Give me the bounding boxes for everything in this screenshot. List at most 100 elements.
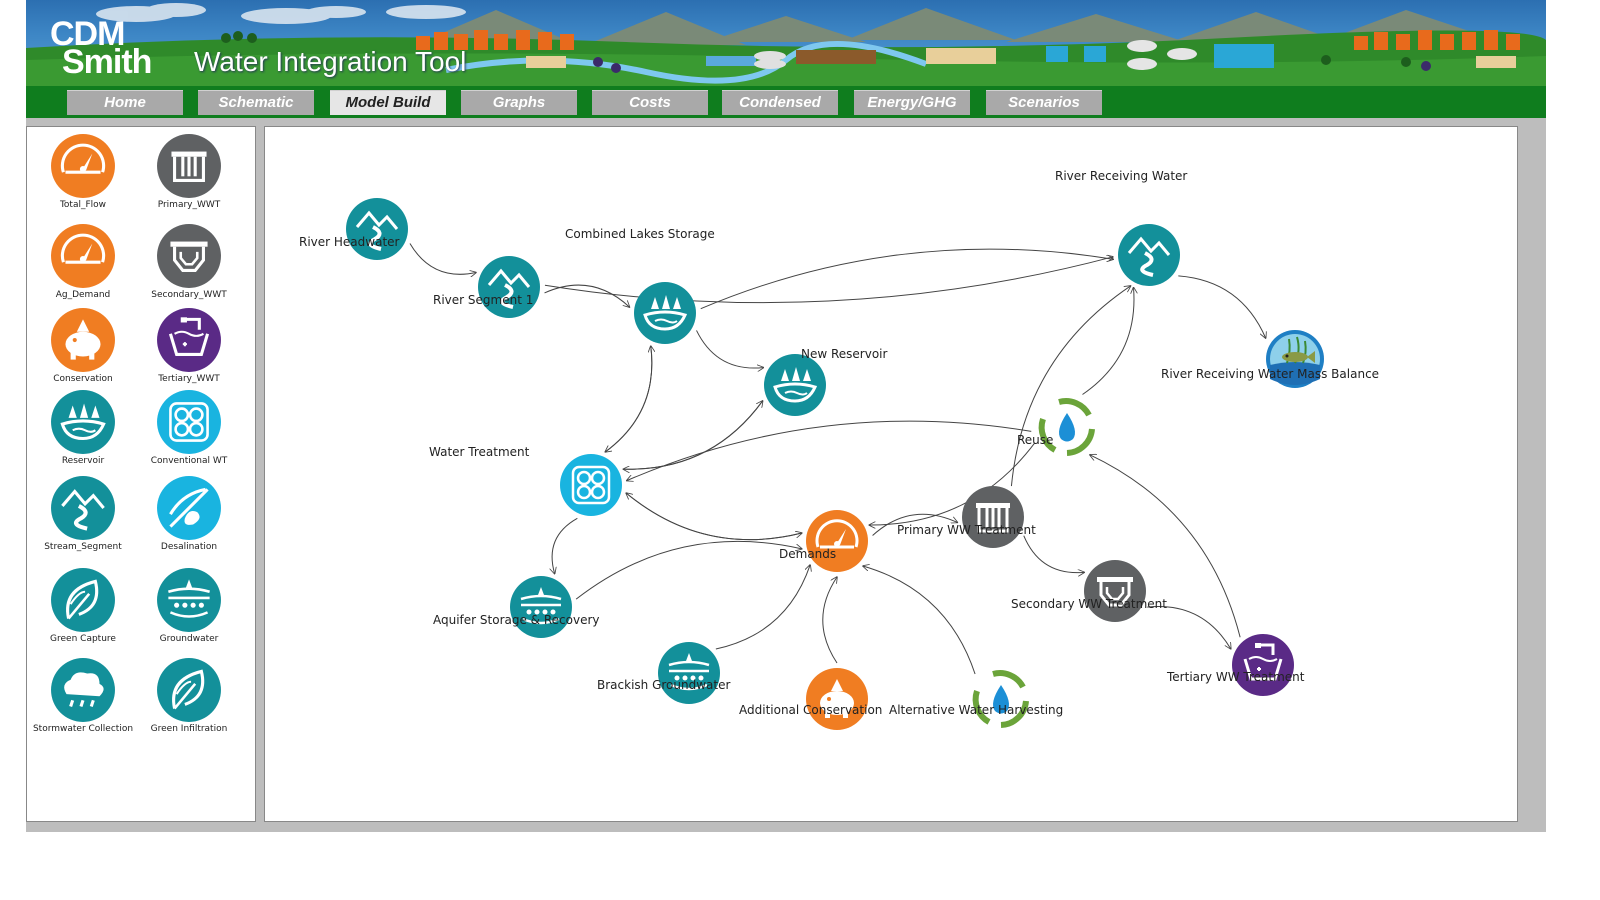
tab-bar: Home Schematic Model Build Graphs Costs … bbox=[26, 86, 1546, 118]
link-water-treatment-to-new-reservoir[interactable] bbox=[623, 401, 762, 470]
palette-item-desalination[interactable]: Desalination bbox=[137, 475, 241, 552]
link-reuse-to-river-receiving-water[interactable] bbox=[1082, 287, 1133, 395]
node-label: River Headwater bbox=[299, 235, 400, 249]
link-river-receiving-water-to-river-receiving-water-mass-balance[interactable] bbox=[1178, 275, 1265, 338]
link-alternative-water-harvesting-to-demands[interactable] bbox=[863, 566, 976, 675]
link-river-segment-1-to-river-receiving-water[interactable] bbox=[544, 257, 1113, 304]
link-combined-lakes-storage-to-river-receiving-water[interactable] bbox=[700, 248, 1114, 310]
node-river-receiving-water-mass-balance[interactable] bbox=[1263, 327, 1327, 395]
link-river-segment-1-to-combined-lakes-storage[interactable] bbox=[544, 284, 630, 307]
node-label: Reuse bbox=[1017, 433, 1054, 447]
palette-item-stormwater-collection[interactable]: Stormwater Collection bbox=[31, 657, 135, 734]
palette-item-total-flow[interactable]: Total_Flow bbox=[31, 133, 135, 210]
palette-item-green-capture[interactable]: Green Capture bbox=[31, 567, 135, 644]
stream-icon bbox=[345, 197, 409, 265]
palette-item-label: Total_Flow bbox=[59, 200, 107, 210]
link-combined-lakes-storage-to-water-treatment[interactable] bbox=[605, 346, 653, 452]
primary-clarifier-icon bbox=[961, 485, 1025, 553]
palette-item-label: Primary_WWT bbox=[157, 200, 221, 210]
filter-pods-icon bbox=[559, 453, 623, 521]
palette-item-stream-segment[interactable]: Stream_Segment bbox=[31, 475, 135, 552]
app-window: CDM Smith Water Integration Tool Home Sc… bbox=[26, 0, 1546, 832]
link-demands-to-water-treatment[interactable] bbox=[626, 493, 803, 541]
link-primary-ww-treatment-to-secondary-ww-treatment[interactable] bbox=[1023, 535, 1084, 573]
palette-item-label: Conventional WT bbox=[150, 456, 228, 466]
node-new-reservoir[interactable] bbox=[763, 353, 827, 421]
tab-costs[interactable]: Costs bbox=[592, 90, 708, 115]
link-reuse-to-demands[interactable] bbox=[869, 442, 1036, 525]
node-label: River Segment 1 bbox=[433, 293, 534, 307]
node-additional-conservation[interactable] bbox=[805, 667, 869, 735]
node-combined-lakes-storage[interactable] bbox=[633, 281, 697, 349]
node-label: Combined Lakes Storage bbox=[565, 227, 715, 241]
link-combined-lakes-storage-to-new-reservoir[interactable] bbox=[696, 330, 763, 368]
groundwater-icon bbox=[137, 567, 241, 633]
palette-item-label: Green Capture bbox=[50, 634, 116, 644]
piggy-bank-icon bbox=[805, 667, 869, 735]
link-water-treatment-to-aquifer-storage-recovery[interactable] bbox=[552, 517, 578, 573]
palette-item-label: Desalination bbox=[160, 542, 218, 552]
link-brackish-groundwater-to-demands[interactable] bbox=[715, 565, 810, 650]
node-alternative-water-harvesting[interactable] bbox=[969, 667, 1033, 735]
node-label: Demands bbox=[779, 547, 837, 561]
node-aquifer-storage-recovery[interactable] bbox=[509, 575, 573, 643]
palette-item-label: Ag_Demand bbox=[55, 290, 111, 300]
palette-item-tertiary-wwt[interactable]: Tertiary_WWT bbox=[137, 307, 241, 384]
palette-item-green-infiltration[interactable]: Green Infiltration bbox=[137, 657, 241, 734]
node-brackish-groundwater[interactable] bbox=[657, 641, 721, 709]
link-river-headwater-to-river-segment-1[interactable] bbox=[409, 243, 476, 274]
node-demands[interactable] bbox=[805, 509, 869, 577]
node-river-receiving-water[interactable] bbox=[1117, 223, 1181, 291]
node-river-segment-1[interactable] bbox=[477, 255, 541, 323]
node-reuse[interactable] bbox=[1035, 395, 1099, 463]
palette-item-primary-wwt[interactable]: Primary_WWT bbox=[137, 133, 241, 210]
node-label: Aquifer Storage & Recovery bbox=[433, 613, 600, 627]
connection-layer bbox=[409, 243, 1518, 675]
gauge-icon bbox=[31, 133, 135, 199]
palette-item-ag-demand[interactable]: Ag_Demand bbox=[31, 223, 135, 300]
link-additional-conservation-to-demands[interactable] bbox=[822, 577, 837, 664]
landscape-illustration bbox=[26, 3, 1546, 86]
logo-line-2: Smith bbox=[62, 43, 152, 81]
leaf-icon bbox=[137, 657, 241, 723]
palette-item-conventional-wt[interactable]: Conventional WT bbox=[137, 389, 241, 466]
palette-item-reservoir[interactable]: Reservoir bbox=[31, 389, 135, 466]
logo-line-1: CDM bbox=[50, 15, 125, 53]
link-secondary-ww-treatment-to-tertiary-ww-treatment[interactable] bbox=[1147, 605, 1231, 648]
node-water-treatment[interactable] bbox=[559, 453, 623, 521]
link-new-reservoir-to-water-treatment[interactable] bbox=[623, 400, 764, 469]
node-river-headwater[interactable] bbox=[345, 197, 409, 265]
link-primary-ww-treatment-to-river-receiving-water[interactable] bbox=[1010, 286, 1130, 487]
node-secondary-ww-treatment[interactable] bbox=[1083, 559, 1147, 627]
node-label: Brackish Groundwater bbox=[597, 678, 731, 692]
link-tertiary-ww-treatment-to-reuse[interactable] bbox=[1090, 455, 1241, 638]
palette-item-label: Green Infiltration bbox=[150, 724, 228, 734]
tab-condensed[interactable]: Condensed bbox=[722, 90, 838, 115]
link-water-treatment-to-demands[interactable] bbox=[625, 492, 802, 541]
node-label: Alternative Water Harvesting bbox=[889, 703, 1064, 717]
node-label: Secondary WW Treatment bbox=[1011, 597, 1167, 611]
palette-item-label: Reservoir bbox=[61, 456, 105, 466]
node-tertiary-ww-treatment[interactable] bbox=[1231, 633, 1295, 701]
node-label: River Receiving Water Mass Balance bbox=[1161, 367, 1380, 381]
node-label: River Receiving Water bbox=[1055, 169, 1188, 183]
node-primary-ww-treatment[interactable] bbox=[961, 485, 1025, 553]
palette-item-label: Secondary_WWT bbox=[151, 290, 227, 300]
link-water-treatment-to-combined-lakes-storage[interactable] bbox=[604, 346, 652, 453]
link-reuse-to-water-treatment[interactable] bbox=[627, 420, 1032, 481]
palette-item-conservation[interactable]: Conservation bbox=[31, 307, 135, 384]
palette-item-groundwater[interactable]: Groundwater bbox=[137, 567, 241, 644]
tab-schematic[interactable]: Schematic bbox=[198, 90, 314, 115]
link-demands-to-primary-ww-treatment[interactable] bbox=[872, 513, 958, 536]
node-label: Primary WW Treatment bbox=[897, 523, 1036, 537]
tab-home[interactable]: Home bbox=[67, 90, 183, 115]
link-aquifer-storage-recovery-to-demands[interactable] bbox=[575, 540, 802, 600]
tertiary-tank-icon bbox=[1231, 633, 1295, 701]
tab-energy-ghg[interactable]: Energy/GHG bbox=[854, 90, 970, 115]
model-canvas[interactable]: River Headwater River Segment 1 Combined… bbox=[264, 126, 1518, 822]
palette-item-secondary-wwt[interactable]: Secondary_WWT bbox=[137, 223, 241, 300]
tab-model-build[interactable]: Model Build bbox=[330, 90, 446, 115]
tab-scenarios[interactable]: Scenarios bbox=[986, 90, 1102, 115]
tab-graphs[interactable]: Graphs bbox=[461, 90, 577, 115]
piggy-bank-icon bbox=[31, 307, 135, 373]
